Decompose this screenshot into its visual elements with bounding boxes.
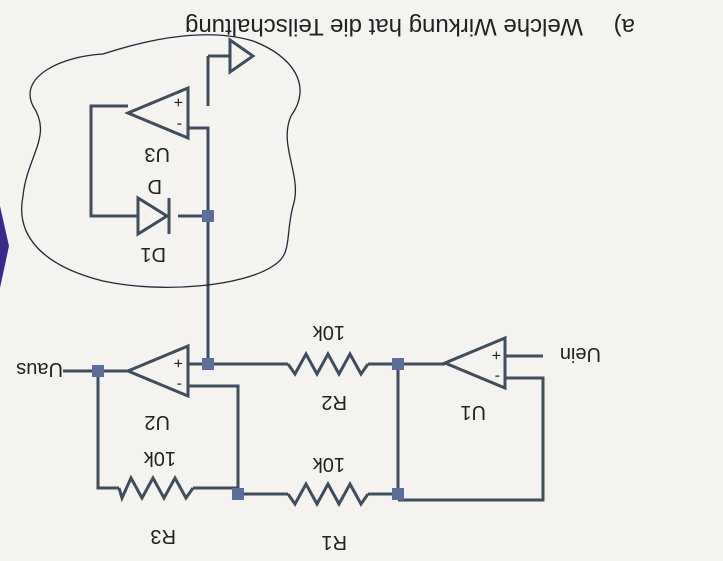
resistor-r2 <box>286 350 370 378</box>
u2-plus-sign: + <box>174 354 183 371</box>
wire-uaus-r3 <box>96 371 119 490</box>
u1-plus-sign: + <box>492 346 501 363</box>
u3-minus-sign: - <box>177 116 182 133</box>
wire-u3-minus <box>188 126 210 216</box>
resistor-r1 <box>286 480 370 508</box>
opamp-u2 <box>124 343 190 399</box>
label-r3: R3 <box>150 525 176 547</box>
label-uein: Uein <box>560 343 601 365</box>
node-u1-output <box>392 358 404 370</box>
node-r1-left <box>392 488 404 500</box>
pen-mark <box>0 206 9 288</box>
node-uaus <box>92 365 104 377</box>
opamp-signs: + - + - + - <box>174 93 501 393</box>
resistors <box>117 350 370 508</box>
label-d: D <box>148 175 162 197</box>
label-u1: U1 <box>460 401 486 423</box>
handdrawn-circle <box>21 34 301 288</box>
u3-plus-sign: + <box>174 93 183 110</box>
label-r2: R2 <box>321 391 347 413</box>
resistor-r3 <box>117 474 195 503</box>
label-r1: R1 <box>321 531 347 553</box>
ground-symbol <box>228 37 256 75</box>
rotated-circuit: a) Welche Wirkung hat die Teilschaltung <box>0 13 635 553</box>
node-d1 <box>202 210 214 222</box>
wire-u1-feedback <box>398 376 545 502</box>
wire-u2-minus <box>188 384 240 494</box>
label-uaus: Uaus <box>16 358 63 380</box>
label-r1-value: 10k <box>312 453 345 475</box>
label-r2-value: 10k <box>312 321 345 343</box>
junction-nodes <box>92 210 404 500</box>
question: a) Welche Wirkung hat die Teilschaltung <box>185 13 635 40</box>
question-text: Welche Wirkung hat die Teilschaltung <box>185 13 583 40</box>
node-u2-plus <box>202 358 214 370</box>
wire-d1-feedback <box>89 104 138 218</box>
diode-d1 <box>136 195 171 237</box>
diode-triangle <box>136 195 170 237</box>
label-u2: U2 <box>144 411 170 433</box>
label-u3: U3 <box>144 143 170 165</box>
label-r3-value: 10k <box>143 447 176 469</box>
label-d1: D1 <box>140 243 166 265</box>
node-r1-r3 <box>232 488 244 500</box>
question-letter: a) <box>614 13 635 40</box>
opamp-u3 <box>124 85 190 141</box>
component-labels: U1 U2 U3 D1 D R1 R2 R3 10k 10k 10k Uein … <box>16 143 601 553</box>
u1-minus-sign: - <box>495 368 500 385</box>
opamps <box>124 85 507 399</box>
wires <box>63 54 545 502</box>
u2-minus-sign: - <box>177 376 182 393</box>
opamp-u1 <box>441 335 507 391</box>
